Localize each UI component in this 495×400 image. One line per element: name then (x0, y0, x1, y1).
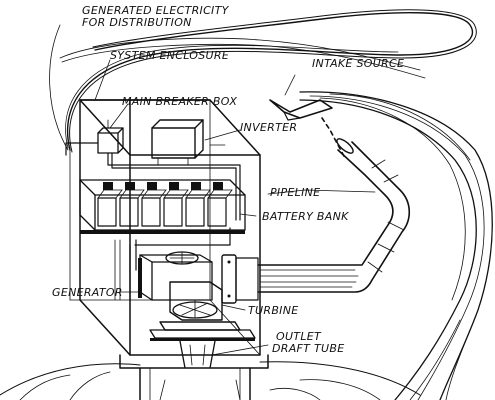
label-generated-electricity-line2: FOR DISTRIBUTION (82, 16, 192, 29)
label-generated-electricity-line1: GENERATED ELECTRICITY (82, 4, 229, 17)
battery-cells (97, 182, 233, 227)
wiring (65, 142, 241, 301)
label-pipeline: PIPELINE (270, 186, 321, 199)
generator (138, 251, 213, 301)
system-enclosure (69, 99, 269, 400)
pipeline (221, 138, 411, 304)
main-breaker-box (97, 119, 124, 154)
label-battery-bank: BATTERY BANK (262, 210, 349, 223)
label-outlet-line2: DRAFT TUBE (272, 342, 345, 355)
battery-bank (79, 179, 246, 234)
label-system-enclosure: SYSTEM ENCLOSURE (110, 49, 230, 62)
ground (0, 361, 421, 400)
label-inverter: INVERTER (240, 121, 298, 134)
label-generator: GENERATOR (52, 286, 123, 299)
label-outlet-line1: OUTLET (276, 330, 322, 343)
label-main-breaker-box: MAIN BREAKER BOX (122, 95, 238, 108)
turbine (149, 281, 256, 341)
inverter (151, 119, 226, 166)
leader-lines (49, 24, 376, 356)
stream-bed (59, 37, 493, 400)
label-intake-source: INTAKE SOURCE (312, 57, 405, 70)
label-turbine: TURBINE (248, 304, 299, 317)
intake-structure (269, 99, 346, 159)
draft-tube (179, 340, 216, 369)
